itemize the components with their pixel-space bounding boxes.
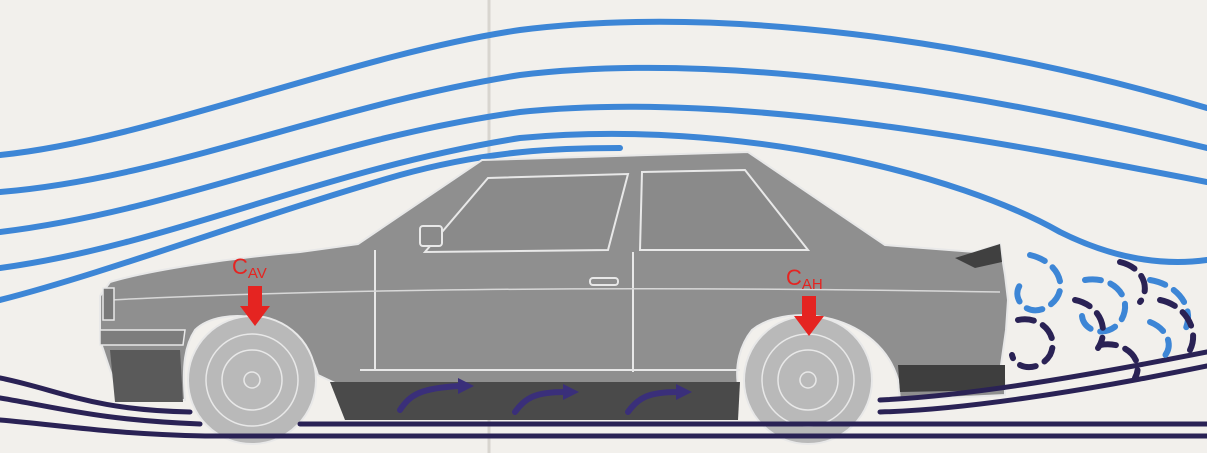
front-bumper [100, 330, 185, 345]
grille [103, 288, 114, 320]
side-mirror [420, 226, 442, 246]
front-wheel [188, 316, 316, 444]
front-lower-dark [110, 350, 183, 402]
